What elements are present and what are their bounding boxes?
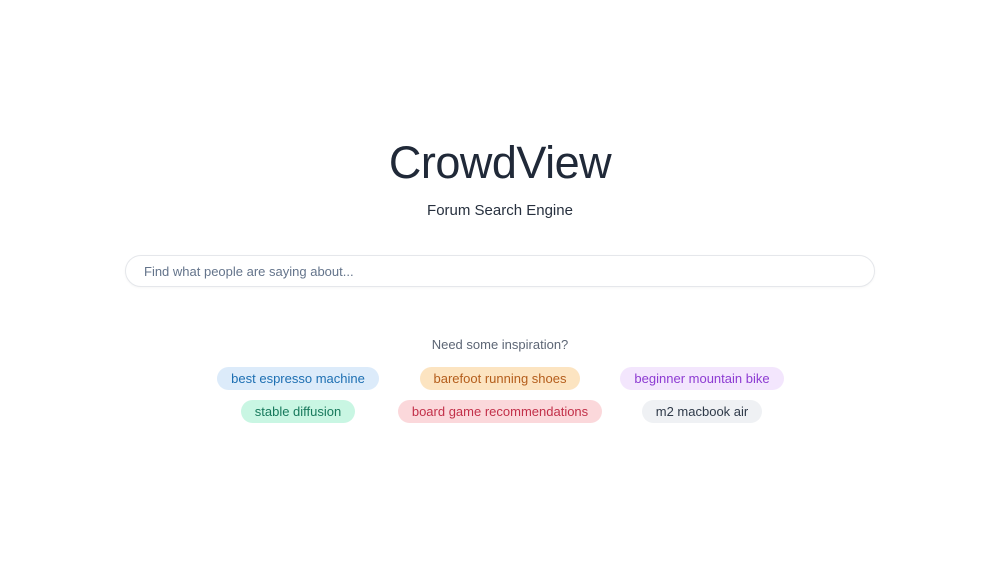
suggestion-pill[interactable]: board game recommendations <box>397 399 603 423</box>
suggestion-pill[interactable]: stable diffusion <box>240 399 356 423</box>
suggestion-pills: best espresso machine barefoot running sh… <box>197 366 803 423</box>
inspiration-heading: Need some inspiration? <box>431 337 569 352</box>
page-subtitle: Forum Search Engine <box>427 202 573 219</box>
search-input[interactable] <box>125 255 875 287</box>
page-title: CrowdView <box>388 137 612 188</box>
suggestion-pill[interactable]: barefoot running shoes <box>419 366 581 390</box>
suggestion-pill[interactable]: best espresso machine <box>217 366 379 390</box>
suggestion-pill[interactable]: m2 macbook air <box>641 399 763 423</box>
suggestion-pill[interactable]: beginner mountain bike <box>620 366 784 390</box>
search-bar <box>125 255 875 287</box>
